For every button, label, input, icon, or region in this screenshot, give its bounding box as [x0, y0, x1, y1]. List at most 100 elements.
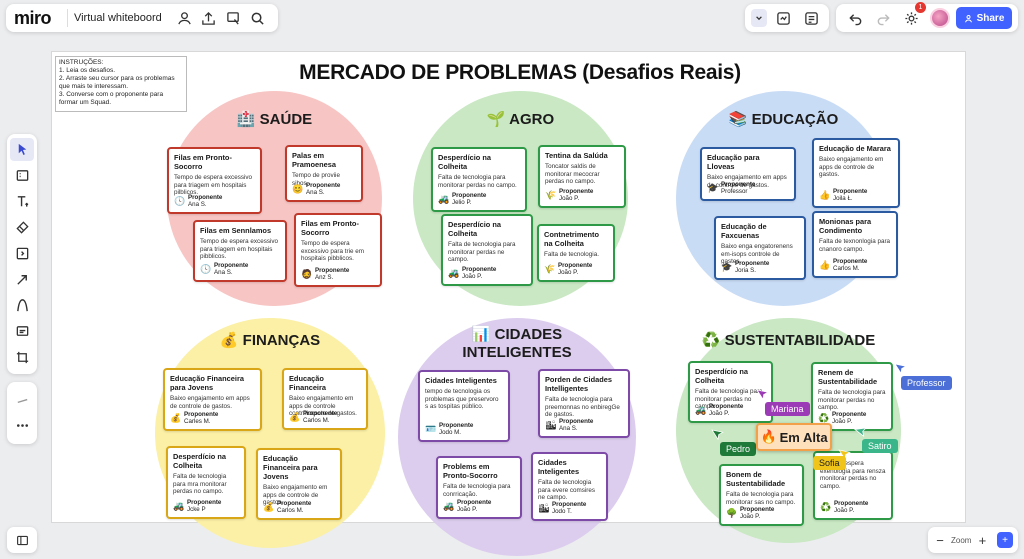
proponent-label: Proponente: [462, 266, 497, 273]
card-description: Baixo engajamento em apps de controle de…: [819, 156, 884, 179]
select-tool[interactable]: [10, 138, 34, 161]
card-description: Baixo engajamento em apps de controle de…: [263, 484, 328, 507]
card-title: Tentina da Salúda: [545, 151, 608, 160]
problem-card[interactable]: Falta de espera exenologia para rensza m…: [813, 451, 893, 520]
proponent-label: Proponente: [833, 188, 868, 195]
help-button[interactable]: +: [997, 532, 1013, 548]
card-title: Monionas para Condimento: [819, 217, 872, 235]
timer-icon[interactable]: [773, 7, 793, 29]
educacao-icon: 📚: [728, 111, 752, 128]
proponent-label: Proponente: [188, 194, 223, 201]
instructions-note[interactable]: INSTRUÇÕES: 1. Leia os desafios. 2. Arra…: [55, 56, 187, 112]
arrow-tool[interactable]: [10, 268, 34, 291]
proponent-name: João P.: [558, 269, 579, 276]
instructions-line: 1. Leia os desafios.: [59, 67, 116, 74]
card-title: Educação Financeira para Jovens: [263, 454, 318, 481]
board-title[interactable]: Virtual whiteboord: [73, 12, 162, 24]
zoom-in-button[interactable]: +: [978, 532, 987, 548]
proponent-icon: 🪪: [425, 423, 437, 434]
pointer-icon: [711, 429, 724, 441]
pointer-icon: [894, 363, 907, 375]
notes-icon[interactable]: [801, 7, 821, 29]
zoom-label: Zoom: [951, 535, 972, 545]
share-button[interactable]: Share: [956, 7, 1012, 29]
proponent-name: Carlos M.: [833, 265, 860, 272]
zoom-out-button[interactable]: −: [936, 532, 944, 548]
category-label: EDUCAÇÃO: [751, 111, 839, 128]
comment-tool[interactable]: [10, 320, 34, 343]
proponent-name: Jodo T.: [552, 508, 572, 515]
text-tool[interactable]: [10, 190, 34, 213]
miro-logo[interactable]: miro: [14, 7, 52, 28]
presentation-icon[interactable]: [223, 7, 244, 29]
panel-toggle-button[interactable]: [7, 527, 37, 553]
expand-menu-button[interactable]: [751, 9, 768, 27]
trending-badge[interactable]: 🔥 Em Alta: [756, 423, 832, 451]
proponent-name: João P.: [462, 273, 483, 280]
cursor-name-tag: Professor: [901, 376, 952, 390]
eraser-tool[interactable]: [10, 216, 34, 239]
category-title-financas: 💰 FINANÇAS: [155, 332, 385, 350]
frame-tool[interactable]: [10, 164, 34, 187]
user-settings-icon[interactable]: [174, 7, 195, 29]
pen-tool[interactable]: [10, 294, 34, 317]
proponent-label: Proponente: [277, 500, 312, 507]
more-tools-button[interactable]: [10, 414, 34, 437]
card-description: Baixo enga engatorenens em-isops control…: [721, 243, 793, 266]
proponent-name: Ana S.: [306, 189, 325, 196]
card-title: Cidades Inteligentes: [425, 376, 497, 385]
settings-gear-icon[interactable]: 1: [900, 2, 926, 29]
undo-icon[interactable]: [844, 7, 866, 29]
category-title-cidades: 📊 CIDADES INTELIGENTES: [398, 326, 636, 362]
proponent-icon: 💰: [263, 501, 275, 512]
zoom-controls: − Zoom + +: [928, 527, 1018, 553]
user-avatar[interactable]: [930, 8, 950, 28]
recent-tool[interactable]: [10, 389, 34, 412]
card-title: Filas em Pronto-Socorro: [301, 219, 359, 237]
left-toolbar-extra: [7, 382, 37, 444]
curve-icon: [16, 299, 28, 312]
proponent-label: Proponente: [439, 422, 474, 429]
sticky-tool[interactable]: [10, 242, 34, 265]
cursor-icon: [18, 143, 26, 155]
saude-icon: 🏥: [236, 111, 260, 128]
upload-icon[interactable]: [198, 7, 219, 29]
cursor-name-tag: Pedro: [720, 442, 757, 456]
cursor-name-tag: Sofia: [813, 456, 846, 470]
proponent-name: Professor: [721, 188, 748, 195]
redo-icon[interactable]: [872, 7, 894, 29]
chevron-down-icon: [756, 16, 762, 21]
card-description: Falta de tecnologia para monitorar sas n…: [726, 491, 796, 506]
proponent-name: Jcke P: [187, 506, 206, 513]
search-icon[interactable]: [247, 7, 268, 29]
frame-icon: [16, 170, 28, 181]
proponent-icon: 👍: [819, 259, 831, 270]
crop-tool[interactable]: [10, 346, 34, 369]
